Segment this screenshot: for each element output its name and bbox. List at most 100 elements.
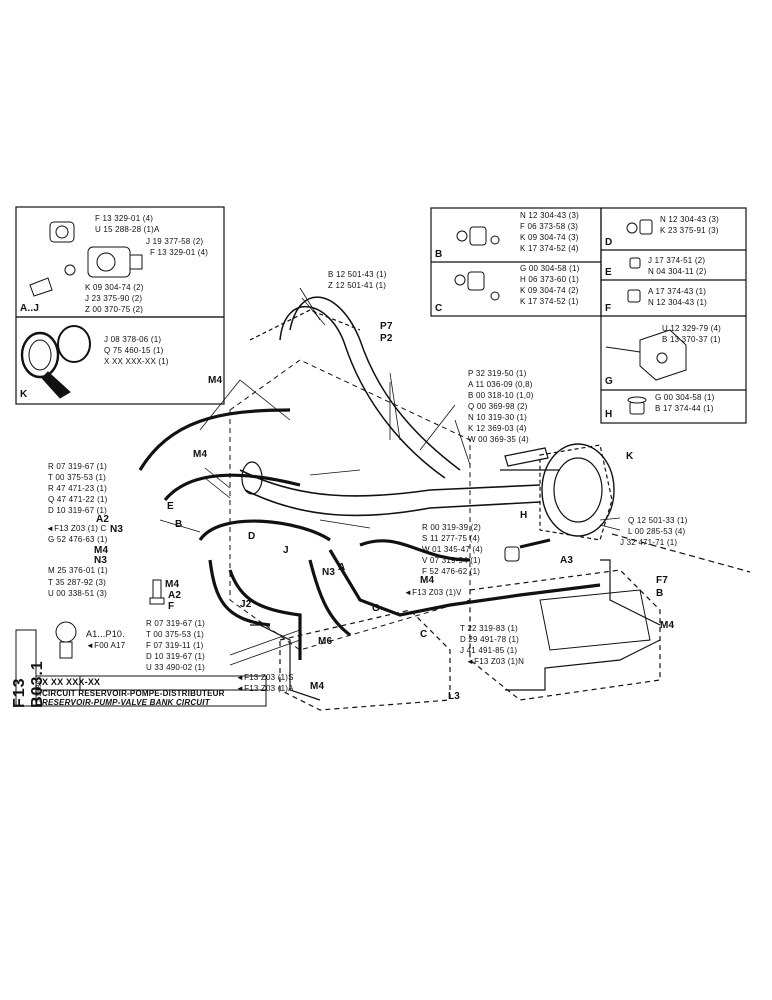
callout-b: B — [175, 519, 183, 530]
lower-right-part: J 32 471-71 (1) — [620, 538, 678, 547]
callout-c: C — [420, 629, 428, 640]
callout-a3: A3 — [560, 555, 574, 566]
hose-1 — [138, 408, 291, 471]
pump — [279, 609, 451, 711]
callout-j2: J2 — [240, 599, 252, 610]
inset-c-part: K 09 304-74 (2) — [520, 286, 579, 295]
callout-l3: L3 — [448, 691, 461, 702]
inset-c-part: H 06 373-60 (1) — [520, 275, 580, 284]
callout-v: ◄F13 Z03 (1)V — [404, 588, 462, 597]
left-part: ◄F13 Z03 (1) C — [46, 524, 107, 533]
mid-part: V 07 319-94 (1) — [422, 556, 481, 565]
callout-m4: M4 — [310, 681, 325, 692]
right-part: B 00 318-10 (1,0) — [468, 391, 534, 400]
callout-n3: N3 — [94, 555, 108, 566]
callout-m4: M4 — [660, 620, 675, 631]
inset-aj-label: A..J — [20, 303, 40, 314]
inset-h-part: B 17 374-44 (1) — [655, 404, 714, 413]
inset-c-part: K 17 374-52 (1) — [520, 297, 579, 306]
inset-b-part: K 09 304-74 (3) — [520, 233, 579, 242]
callout-d: D — [248, 531, 256, 542]
left-part: U 00 338-51 (3) — [48, 589, 108, 598]
callout-m4: M4 — [208, 375, 223, 386]
callout-m4: M4 — [165, 579, 180, 590]
inset-aj-part: J 19 377-58 (2) — [146, 237, 204, 246]
inset-aj-part: K 09 304-74 (2) — [85, 283, 144, 292]
left-part: D 10 319-67 (1) — [48, 506, 108, 515]
inset-f-label: F — [605, 303, 612, 314]
right-part: N 10 319-30 (1) — [468, 413, 528, 422]
hose-5 — [208, 559, 271, 627]
hose-4 — [228, 569, 302, 660]
left-part: T 35 287-92 (3) — [48, 578, 106, 587]
callout-j: J — [283, 545, 289, 556]
right-part: P 32 319-50 (1) — [468, 369, 527, 378]
hose-2 — [163, 473, 301, 502]
callout-f00: ◄F00 A17 — [86, 641, 126, 650]
callout-f7: F7 — [656, 575, 669, 586]
bottom-part: R 07 319-67 (1) — [146, 619, 206, 628]
callout-n3: N3 — [322, 567, 336, 578]
callout-a1p10: A1...P10. — [86, 629, 125, 639]
bottom-part: D 10 319-67 (1) — [146, 652, 206, 661]
left-part: R 07 319-67 (1) — [48, 462, 108, 471]
mid-part: W 01 345-47 (4) — [422, 545, 483, 554]
inset-h-label: H — [605, 409, 613, 420]
lower-right-part: L 00 285-53 (4) — [628, 527, 686, 536]
callout-m4: M4 — [193, 449, 208, 460]
inset-e-part: N 04 304-11 (2) — [648, 267, 707, 276]
callout-f: F — [168, 601, 175, 612]
suction-pipe — [239, 469, 541, 497]
inset-k-part: J 08 378-06 (1) — [104, 335, 162, 344]
title-code: X XX XXX-XX — [42, 677, 101, 687]
return-pipe — [289, 296, 461, 471]
mid-part: R 00 319-39 (2) — [422, 523, 482, 532]
right-part: Q 00 369-98 (2) — [468, 402, 528, 411]
callout-a2: A2 — [168, 590, 182, 601]
left-part: R 47 471-23 (1) — [48, 484, 108, 493]
inset-aj-part: Z 00 370-75 (2) — [85, 305, 144, 314]
callout-n3: N3 — [110, 524, 124, 535]
inset-aj-part: J 23 375-90 (2) — [85, 294, 143, 303]
inset-aj-part: U 15 288-28 (1)A — [95, 225, 160, 234]
top-part: B 12 501-43 (1) — [328, 270, 387, 279]
hose-3 — [198, 519, 331, 542]
lower-mid-part: J 41 491-85 (1) — [460, 646, 518, 655]
callout-k: K — [626, 451, 634, 462]
lower-mid-part: T 22 319-83 (1) — [460, 624, 518, 633]
inset-e-label: E — [605, 267, 612, 278]
callout-p2: P2 — [380, 333, 393, 344]
page-tag: F13 B03.1 — [10, 630, 46, 710]
bottom-part: U 33 490-02 (1) — [146, 663, 206, 672]
inset-b-part: F 06 373-58 (3) — [520, 222, 579, 231]
inset-b-part: N 12 304-43 (3) — [520, 211, 580, 220]
callout-a2: A2 — [96, 514, 110, 525]
inset-b-label: B — [435, 249, 443, 260]
callout-m4: M4 — [420, 575, 435, 586]
left-part: M 25 376-01 (1) — [48, 566, 108, 575]
inset-f-part: N 12 304-43 (1) — [648, 298, 708, 307]
left-part: T 00 375-53 (1) — [48, 473, 106, 482]
inset-aj-part: F 13 329-01 (4) — [150, 248, 209, 257]
lower-right-part: Q 12 501-33 (1) — [628, 516, 688, 525]
callout-h: H — [520, 510, 528, 521]
bottom-part: F 07 319-11 (1) — [146, 641, 204, 650]
inset-h-part: G 00 304-58 (1) — [655, 393, 715, 402]
inset-d-label: D — [605, 237, 613, 248]
lower-mid-part: D 29 491-78 (1) — [460, 635, 520, 644]
inset-k-part: X XX XXX-XX (1) — [104, 357, 169, 366]
inset-f-part: A 17 374-43 (1) — [648, 287, 707, 296]
tank-k — [541, 443, 615, 537]
hose-6 — [328, 549, 601, 617]
top-part: Z 12 501-41 (1) — [328, 281, 387, 290]
inset-k-box — [15, 316, 225, 405]
right-part: A 11 036-09 (0,8) — [468, 380, 533, 389]
left-part: G 52 476-63 (1) — [48, 535, 108, 544]
right-part: K 12 369-03 (4) — [468, 424, 527, 433]
inset-b-part: K 17 374-52 (4) — [520, 244, 579, 253]
right-part: W 00 369-35 (4) — [468, 435, 529, 444]
inset-g-part: U 12 329-79 (4) — [662, 324, 722, 333]
mid-part: F 52 476-62 (1) — [422, 567, 481, 576]
callout-m6: M6 — [318, 636, 333, 647]
